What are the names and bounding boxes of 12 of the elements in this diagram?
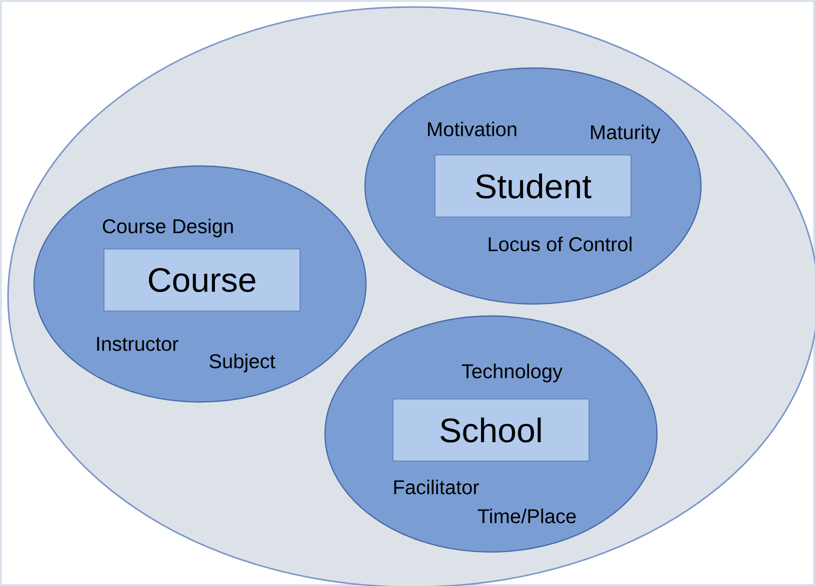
- factor-label: Course Design: [102, 218, 233, 238]
- factor-label: Time/Place: [478, 508, 576, 524]
- factor-label: Facilitator: [394, 480, 479, 494]
- title-box: School: [392, 398, 590, 462]
- factor-label: Instructor: [97, 337, 178, 351]
- factor-label: Maturity: [591, 124, 661, 144]
- title-box: Student: [434, 154, 632, 218]
- factor-label: Locus of Control: [488, 236, 632, 252]
- factor-label: Subject: [210, 354, 276, 372]
- factor-label: Technology: [462, 364, 563, 382]
- title-box: Course: [104, 248, 300, 312]
- factor-label: Motivation: [428, 122, 516, 136]
